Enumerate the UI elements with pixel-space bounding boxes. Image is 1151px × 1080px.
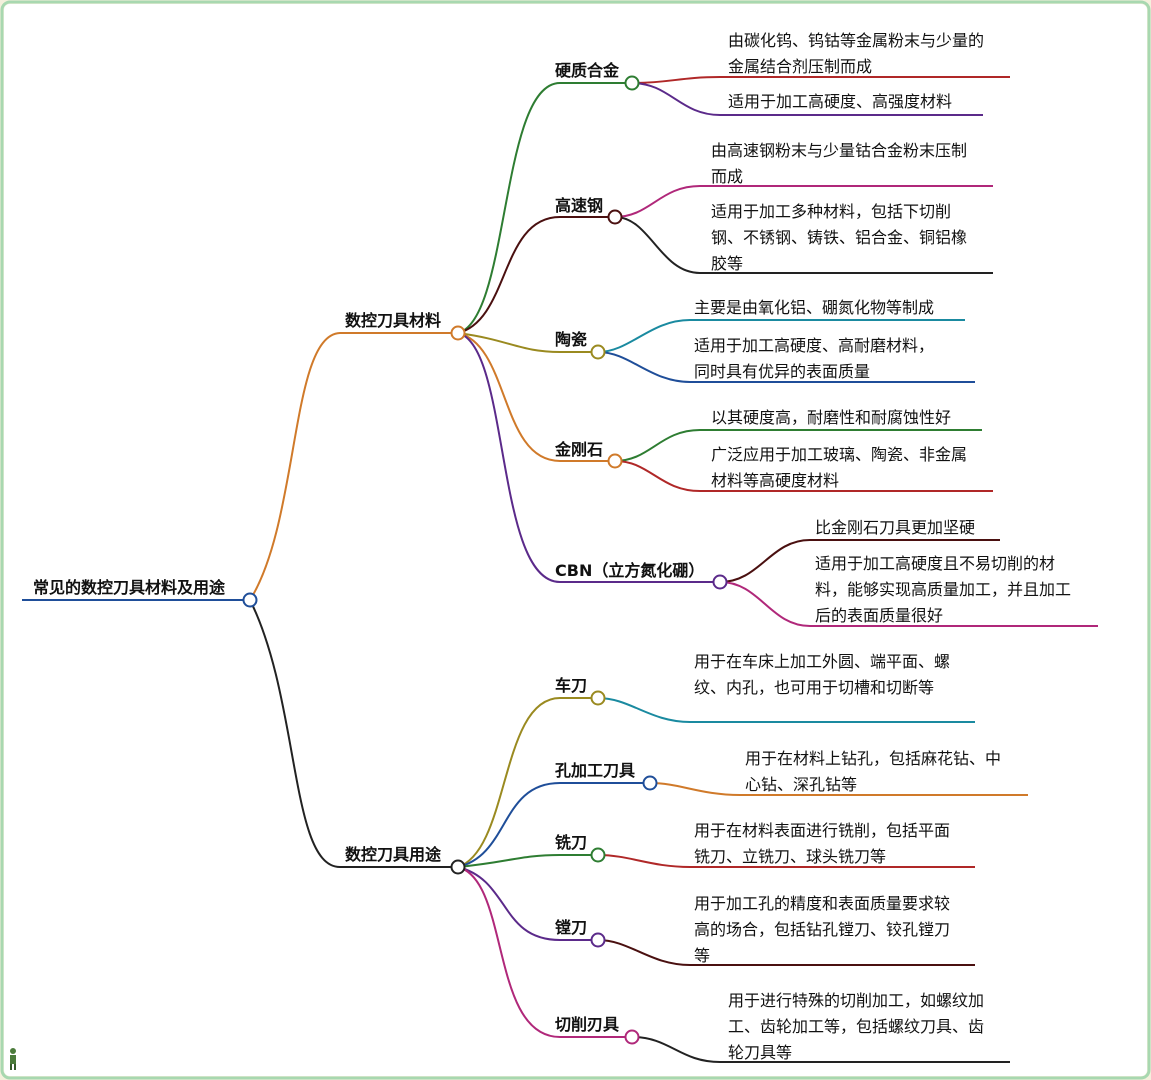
edge-root-usage (249, 599, 458, 868)
detail-text: 适用于加工高硬度、高耐磨材料，同时具有优异的表面质量 (694, 336, 935, 381)
node-dot[interactable] (642, 775, 658, 791)
branch-materials[interactable]: 数控刀具材料 (345, 311, 442, 330)
node-dot[interactable] (624, 1029, 640, 1045)
detail-text: 用于在材料表面进行铣削，包括平面铣刀、立铣刀、球头铣刀等 (694, 821, 951, 866)
detail-text: 由高速钢粉末与少量钴合金粉末压制而成 (711, 141, 968, 186)
edge-leaf (597, 939, 975, 966)
edge-leaf (614, 185, 993, 218)
node-dot[interactable] (624, 75, 640, 91)
edge-usage-turning (457, 697, 598, 868)
edge-usage-milling (457, 854, 598, 868)
edge-leaf (719, 581, 1098, 627)
detail-text: 用于在车床上加工外圆、端平面、螺纹、内孔，也可用于切槽和切断等 (694, 652, 951, 697)
topic-hard-alloy[interactable]: 硬质合金 (555, 61, 620, 80)
edge-materials-hardalloy (457, 82, 632, 334)
edge-usage-cutting (457, 866, 632, 1038)
node-dot[interactable] (712, 574, 728, 590)
edge-materials-diamond (457, 332, 615, 462)
topic-hss[interactable]: 高速钢 (555, 196, 604, 215)
detail-text: 用于在材料上钻孔，包括麻花钻、中心钻、深孔钻等 (745, 749, 1002, 794)
root-node-dot[interactable] (242, 592, 258, 608)
edge-materials-cbn (457, 332, 720, 583)
detail-text: 以其硬度高，耐磨性和耐腐蚀性好 (711, 408, 952, 427)
topic-ceramic[interactable]: 陶瓷 (555, 330, 588, 349)
topic-hole-tool[interactable]: 孔加工刀具 (555, 761, 636, 780)
edge-leaf (614, 429, 982, 462)
node-dot[interactable] (590, 690, 606, 706)
edge-leaf (614, 216, 993, 274)
node-dot[interactable] (590, 932, 606, 948)
edge-materials-hss (457, 216, 615, 334)
edge-usage-hole (457, 782, 650, 868)
edge-leaf (719, 539, 1000, 583)
node-dot[interactable] (590, 344, 606, 360)
materials-node-dot[interactable] (450, 325, 466, 341)
edge-leaf (597, 351, 975, 383)
node-dot[interactable] (590, 847, 606, 863)
edge-leaf (614, 460, 993, 492)
detail-text: 适用于加工多种材料，包括下切削钢、不锈钢、铸铁、铝合金、铜铝橡胶等 (711, 202, 968, 273)
edge-leaf (631, 76, 1010, 84)
detail-text: 用于进行特殊的切削加工，如螺纹加工、齿轮加工等，包括螺纹刀具、齿轮刀具等 (728, 991, 985, 1062)
edge-leaf (631, 1036, 1010, 1063)
topic-milling-cutter[interactable]: 铣刀 (555, 833, 588, 852)
topic-cutting-tool[interactable]: 切削刃具 (555, 1015, 620, 1034)
detail-text: 由碳化钨、钨钴等金属粉末与少量的金属结合剂压制而成 (728, 31, 985, 76)
edge-leaf (597, 854, 975, 868)
edge-leaf (649, 782, 1028, 796)
detail-text: 用于加工孔的精度和表面质量要求较高的场合，包括钻孔镗刀、铰孔镗刀等 (694, 894, 951, 965)
person-icon (10, 1048, 16, 1070)
detail-text: 适用于加工高硬度且不易切削的材料，能够实现高质量加工，并且加工后的表面质量很好 (815, 554, 1072, 625)
node-dot[interactable] (607, 209, 623, 225)
detail-text: 适用于加工高硬度、高强度材料 (728, 92, 953, 111)
branch-usage[interactable]: 数控刀具用途 (345, 845, 442, 864)
edge-root-materials (249, 332, 458, 601)
usage-node-dot[interactable] (450, 859, 466, 875)
edge-leaf (597, 697, 975, 723)
detail-text: 广泛应用于加工玻璃、陶瓷、非金属材料等高硬度材料 (711, 445, 968, 490)
edge-leaf (597, 319, 965, 353)
edge-leaf (631, 82, 983, 116)
detail-text: 主要是由氧化铝、硼氮化物等制成 (694, 298, 935, 317)
topic-diamond[interactable]: 金刚石 (555, 440, 604, 459)
detail-text: 比金刚石刀具更加坚硬 (815, 518, 976, 537)
topic-boring-tool[interactable]: 镗刀 (555, 918, 588, 937)
topic-cbn[interactable]: CBN（立方氮化硼） (555, 561, 705, 580)
edge-materials-ceramic (457, 332, 598, 353)
root-title[interactable]: 常见的数控刀具材料及用途 (33, 578, 226, 597)
node-dot[interactable] (607, 453, 623, 469)
edge-usage-boring (457, 866, 598, 941)
topic-turning-tool[interactable]: 车刀 (555, 676, 588, 695)
